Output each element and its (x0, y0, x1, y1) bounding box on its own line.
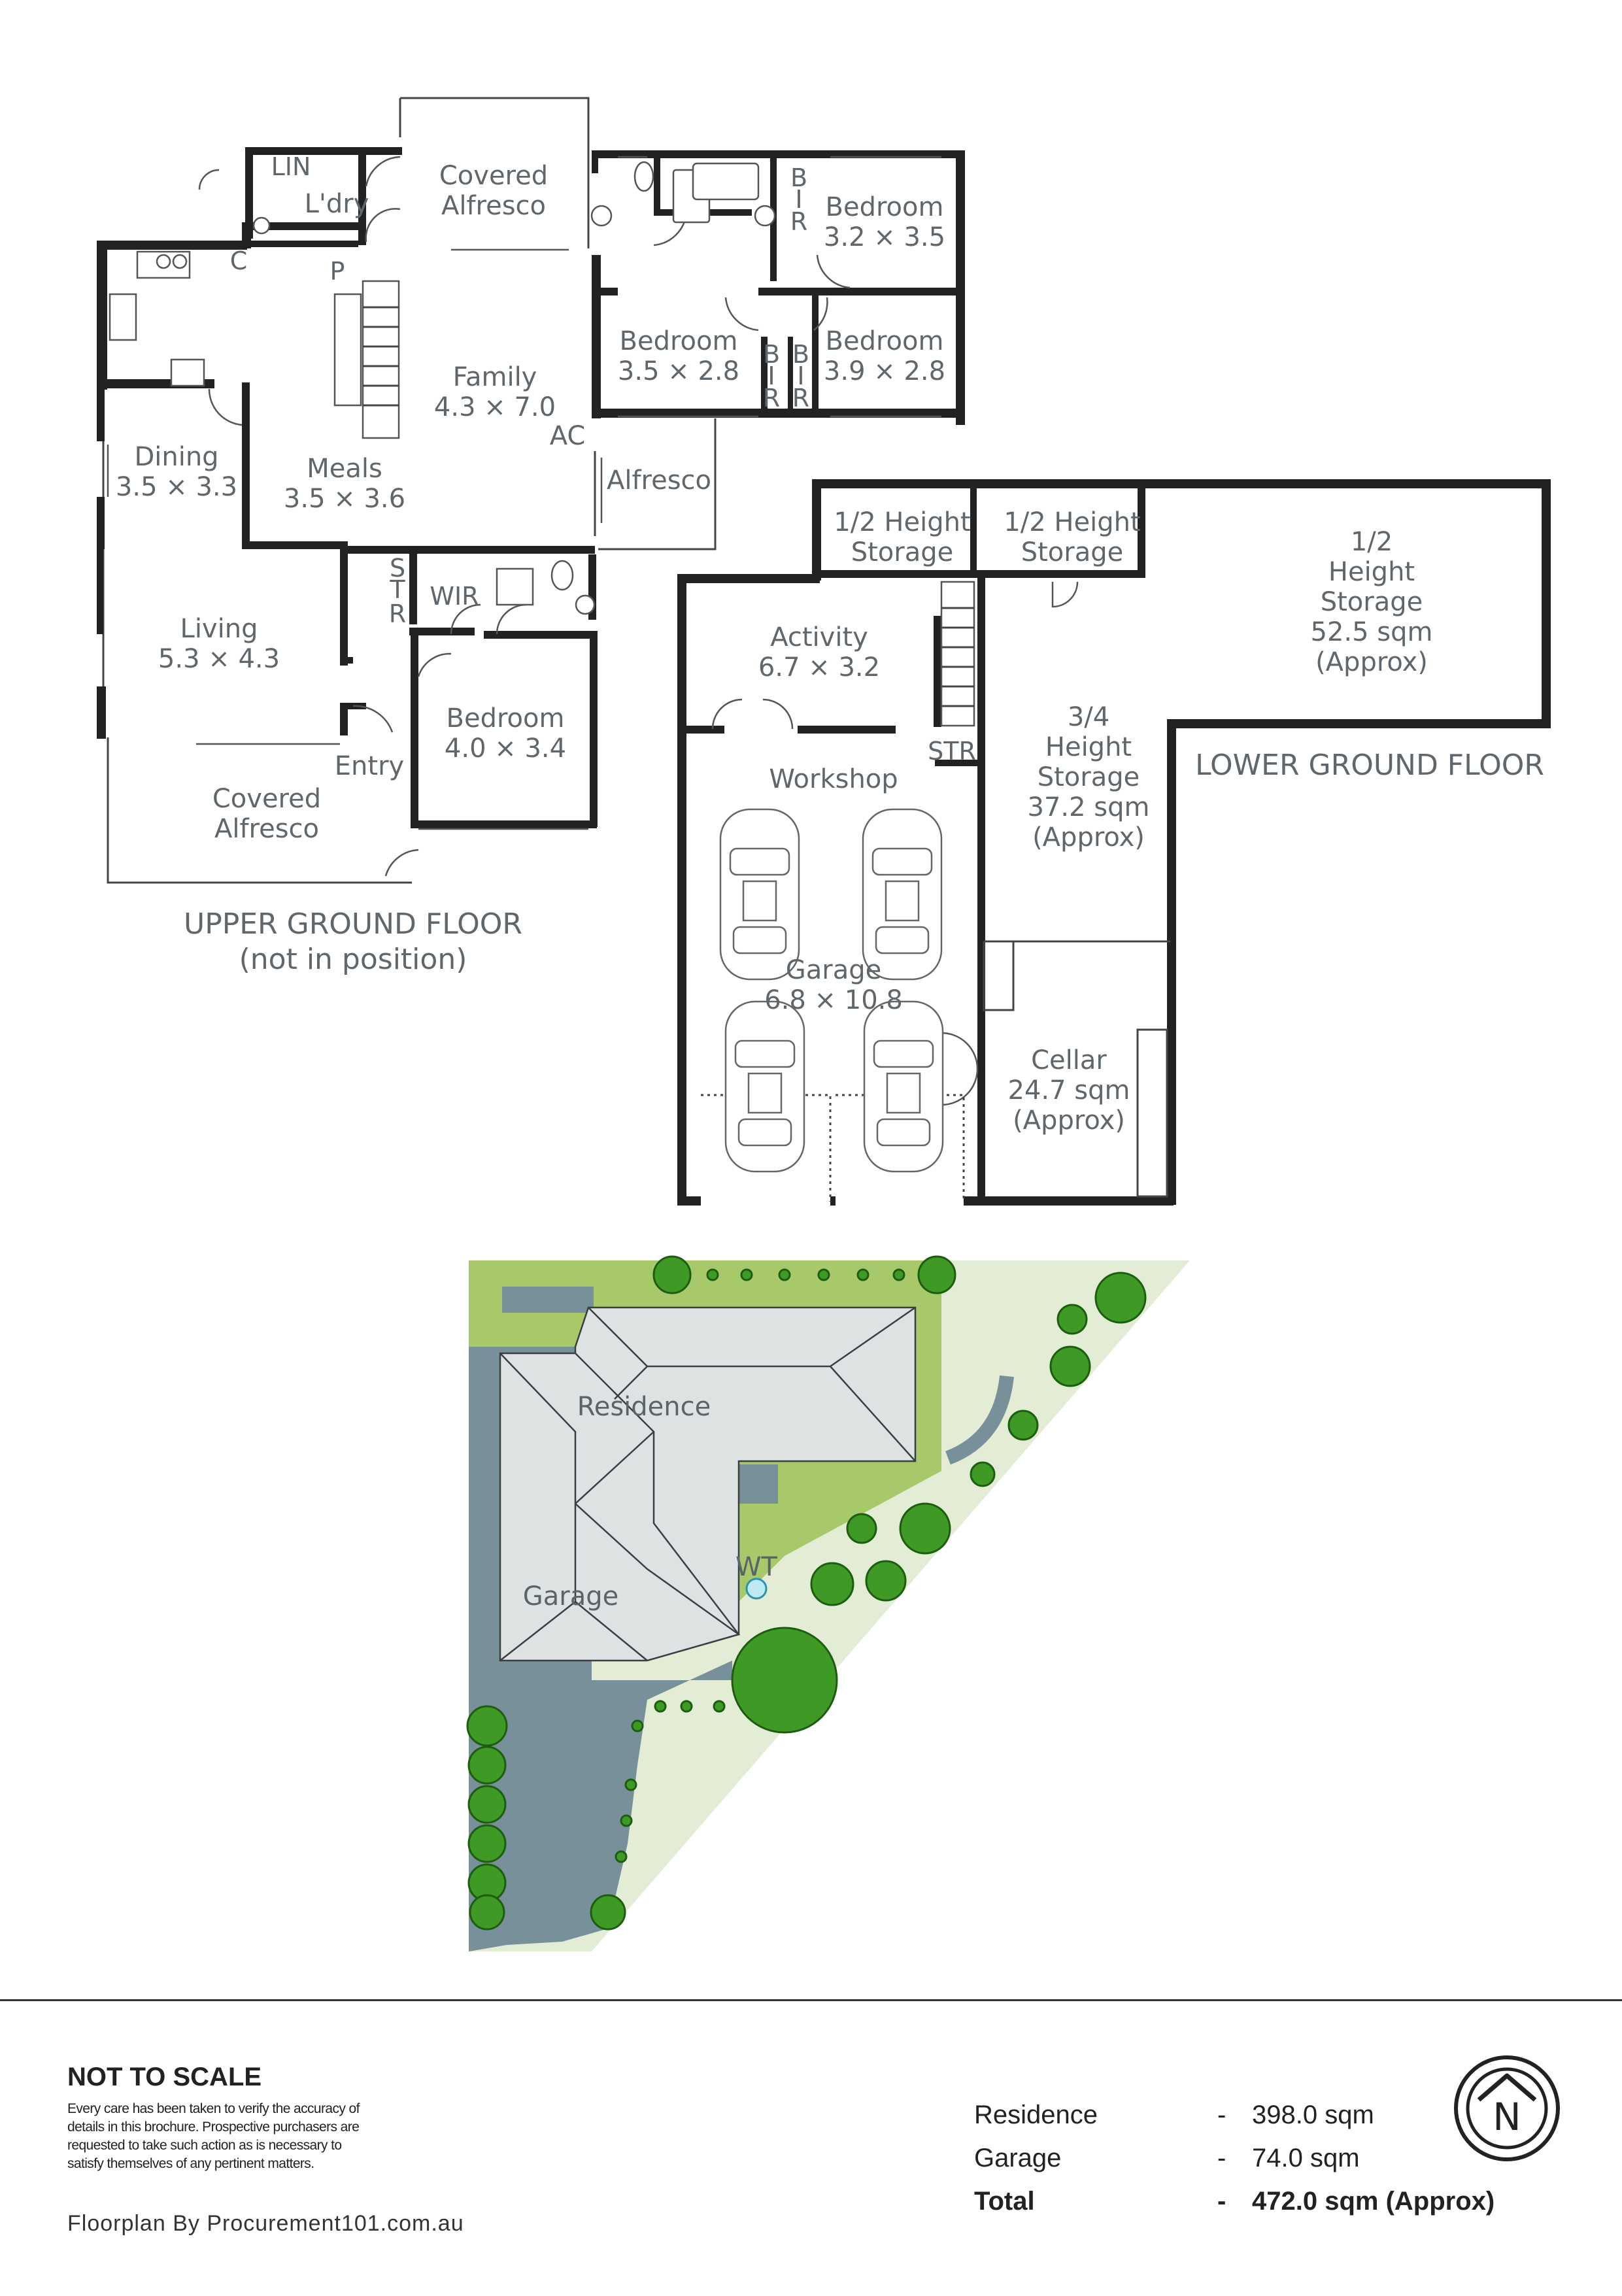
room-dimension-bedroom-3: 3.9 × 2.8 (824, 356, 945, 386)
bir-label-r: R (790, 207, 807, 236)
room-dimension-bedroom-2: 3.5 × 2.8 (618, 356, 739, 386)
water-tank (745, 1578, 768, 1600)
room-area-three-quarter-storage-approx: (Approx) (1032, 822, 1145, 853)
site-label-residence: Residence (577, 1392, 711, 1422)
area-dash: - (1217, 2187, 1226, 2216)
room-area-three-quarter-storage: 37.2 sqm (1028, 792, 1150, 822)
garage-roof (499, 1352, 741, 1662)
room-dimension-bedroom-4: 4.0 × 3.4 (445, 734, 566, 764)
room-label-covered-alfresco-top-1: Covered (439, 161, 548, 191)
room-label-ac: AC (550, 421, 586, 451)
room-label-wir: WIR (430, 582, 479, 611)
room-area-cellar: 24.7 sqm (1008, 1075, 1130, 1106)
room-area-half-storage-large: 52.5 sqm (1311, 617, 1433, 647)
upper-floor-subtitle: (not in position) (239, 943, 467, 976)
room-label-half-storage-large-3: Storage (1321, 587, 1423, 617)
room-label-bedroom-3: Bedroom (826, 326, 944, 356)
room-label-str-r: R (389, 599, 406, 628)
site-label-water-tank: WT (735, 1552, 778, 1582)
room-label-covered-alfresco-bottom-1: Covered (212, 784, 321, 814)
room-dimension-family: 4.3 × 7.0 (434, 392, 556, 422)
upper-floor-title: UPPER GROUND FLOOR (184, 907, 522, 941)
room-label-three-quarter-storage-2: Height (1045, 732, 1132, 762)
room-label-alfresco: Alfresco (607, 465, 711, 496)
room-dimension-living: 5.3 × 4.3 (158, 644, 280, 674)
room-dimension-dining: 3.5 × 3.3 (116, 472, 237, 502)
room-dimension-garage: 6.8 × 10.8 (764, 985, 903, 1015)
room-label-covered-alfresco-top-2: Alfresco (441, 191, 546, 221)
bir-label-b: B (792, 340, 809, 369)
lower-ground-floor-plan (677, 479, 1551, 1206)
room-label-half-storage-1: 1/2 Height (834, 507, 970, 537)
room-label-laundry: L'dry (305, 189, 369, 219)
room-dimension-meals: 3.5 × 3.6 (284, 484, 405, 514)
room-label-str: STR (928, 737, 976, 766)
footer-divider (0, 1999, 1622, 2001)
area-name: Garage (974, 2144, 1062, 2172)
bir-label-i: I (768, 362, 775, 390)
room-dimension-bedroom-1: 3.2 × 3.5 (824, 222, 945, 252)
room-label-workshop: Workshop (769, 764, 898, 794)
room-label-three-quarter-storage-1: 3/4 (1068, 702, 1109, 732)
car-icons (719, 808, 944, 1173)
room-label-entry: Entry (335, 751, 404, 781)
lower-floor-title: LOWER GROUND FLOOR (1195, 749, 1544, 782)
room-label-bedroom-1: Bedroom (826, 192, 944, 222)
bir-label-b: B (763, 340, 780, 369)
room-label-half-storage-2: 1/2 Height (1004, 507, 1140, 537)
bir-label-i: I (797, 362, 804, 390)
upper-floor-labels: LIN L'dry Covered Alfresco C P Family 4.… (116, 152, 945, 976)
room-label-living: Living (180, 614, 258, 644)
room-label-garage: Garage (786, 955, 881, 985)
not-to-scale-heading: NOT TO SCALE (67, 2063, 262, 2091)
room-area-cellar-approx: (Approx) (1013, 1106, 1125, 1136)
area-value: 398.0 sqm (1252, 2101, 1374, 2129)
area-name: Total (974, 2187, 1035, 2216)
floorplan-credit: Floorplan By Procurement101.com.au (67, 2211, 464, 2236)
north-compass-icon: N (1454, 2055, 1560, 2161)
bir-label-i: I (795, 185, 802, 214)
site-label-garage: Garage (523, 1581, 618, 1612)
trees (466, 1255, 1147, 1931)
room-label-p: P (330, 257, 345, 286)
area-name: Residence (974, 2101, 1098, 2129)
room-label-three-quarter-storage-3: Storage (1038, 762, 1140, 792)
site-plan: Residence Garage WT (466, 1255, 1190, 1951)
bir-label-b: B (790, 163, 807, 192)
room-label-bedroom-2: Bedroom (620, 326, 738, 356)
room-label-meals: Meals (307, 454, 382, 484)
room-label-cellar: Cellar (1031, 1045, 1107, 1075)
area-dash: - (1217, 2144, 1226, 2172)
area-dash: - (1217, 2101, 1226, 2129)
room-label-dining: Dining (134, 442, 218, 472)
area-value: 472.0 sqm (Approx) (1252, 2187, 1495, 2216)
room-label-c: C (230, 246, 248, 275)
room-label-str-s: S (390, 554, 405, 582)
room-label-half-storage-large-1: 1/2 (1351, 527, 1393, 557)
room-label-str-t: T (389, 575, 405, 604)
room-label-covered-alfresco-bottom-2: Alfresco (214, 814, 319, 844)
bir-label-r: R (763, 384, 780, 413)
bir-label-r: R (792, 384, 809, 413)
upper-ground-floor-plan (97, 97, 965, 884)
area-value: 74.0 sqm (1252, 2144, 1360, 2172)
room-label-bedroom-4: Bedroom (447, 703, 565, 734)
room-label-half-storage-2-b: Storage (1021, 537, 1124, 567)
room-label-lin: LIN (271, 152, 311, 181)
room-label-family: Family (453, 362, 537, 392)
compass-letter: N (1493, 2095, 1521, 2139)
disclaimer-text: Every care has been taken to verify the … (67, 2101, 360, 2171)
lower-floor-labels: 1/2 Height Storage 1/2 Height Storage 1/… (758, 507, 1544, 1136)
room-label-half-storage-1-b: Storage (851, 537, 954, 567)
room-area-half-storage-large-approx: (Approx) (1315, 647, 1428, 677)
room-label-half-storage-large-2: Height (1328, 557, 1415, 587)
room-dimension-activity: 6.7 × 3.2 (758, 652, 880, 683)
room-label-activity: Activity (770, 622, 868, 652)
